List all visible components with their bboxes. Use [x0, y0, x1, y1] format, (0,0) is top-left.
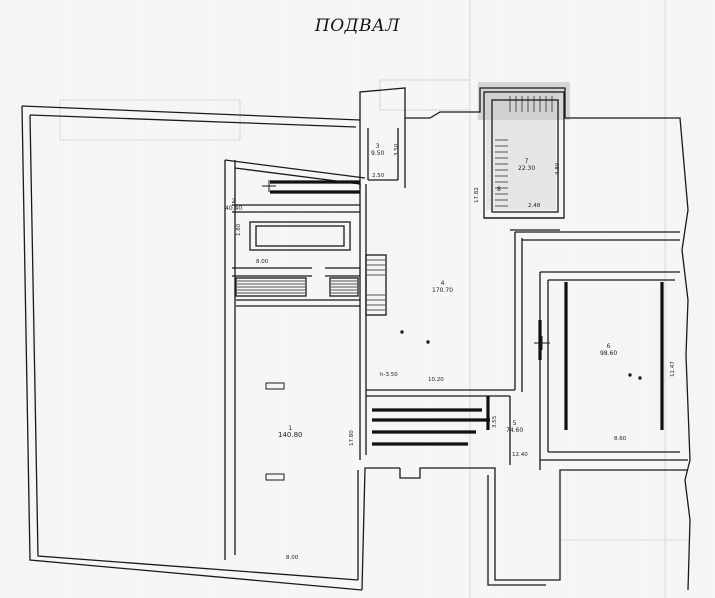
dim-4-80: 4.80	[555, 162, 561, 175]
dim-2-50: 2.50	[372, 173, 385, 179]
stair-treads	[237, 96, 553, 311]
room-8-label: 8	[497, 186, 501, 193]
dim-3-50: 3.50	[394, 143, 400, 156]
room-6-number: 6	[606, 343, 611, 350]
dim-2-48: 2.48	[528, 203, 541, 209]
page-title: ПОДВАЛ	[314, 16, 401, 36]
dim-17-82: 17.82	[474, 187, 480, 203]
dim-8-00-bottom: 8.00	[286, 555, 299, 561]
room-3-label: 3 9.50	[371, 143, 384, 157]
room-1-number: 1	[288, 425, 293, 432]
room-7-label: 7 22.30	[518, 158, 535, 172]
room-5-label: 5 74.60	[506, 420, 523, 434]
room-8-number: 8	[497, 186, 501, 193]
dim-17-80: 17.80	[349, 430, 355, 446]
room-7-number: 7	[524, 158, 529, 165]
room-3-area: 9.50	[371, 150, 385, 157]
room-4-area: 170.70	[432, 287, 453, 294]
background-scan-marks	[59, 0, 690, 598]
interior-walls	[224, 91, 688, 560]
room-6-area: 98.60	[600, 350, 618, 357]
dim-1-80: 1.80	[236, 223, 242, 236]
room-1-label: 1 140.80	[278, 425, 303, 439]
outer-walls	[21, 87, 691, 591]
dim-8-60: 8.60	[614, 436, 627, 442]
room-2-label: 2 40.40	[225, 198, 242, 212]
dim-h-3-50: h-3.50	[380, 372, 398, 378]
dim-12-40: 12.40	[512, 452, 528, 458]
room-1-area: 140.80	[278, 431, 303, 439]
room-6-label: 6 98.60	[600, 343, 617, 357]
room-5-area: 74.60	[506, 427, 524, 434]
room-5-number: 5	[512, 420, 517, 427]
room-2-area: 40.40	[225, 205, 243, 212]
room-4-number: 4	[440, 280, 445, 287]
dim-8-00-top: 8.00	[256, 259, 269, 265]
room-3-number: 3	[375, 143, 380, 150]
room-4-label: 4 170.70	[432, 280, 453, 294]
partition-bars	[270, 180, 664, 446]
fixtures	[262, 180, 642, 481]
dim-3-55: 3.55	[492, 415, 498, 428]
dim-10-20: 10.20	[428, 377, 444, 383]
dim-11-47: 11.47	[670, 361, 676, 377]
room-2-number: 2	[231, 198, 236, 205]
room-7-area: 22.30	[518, 165, 536, 172]
